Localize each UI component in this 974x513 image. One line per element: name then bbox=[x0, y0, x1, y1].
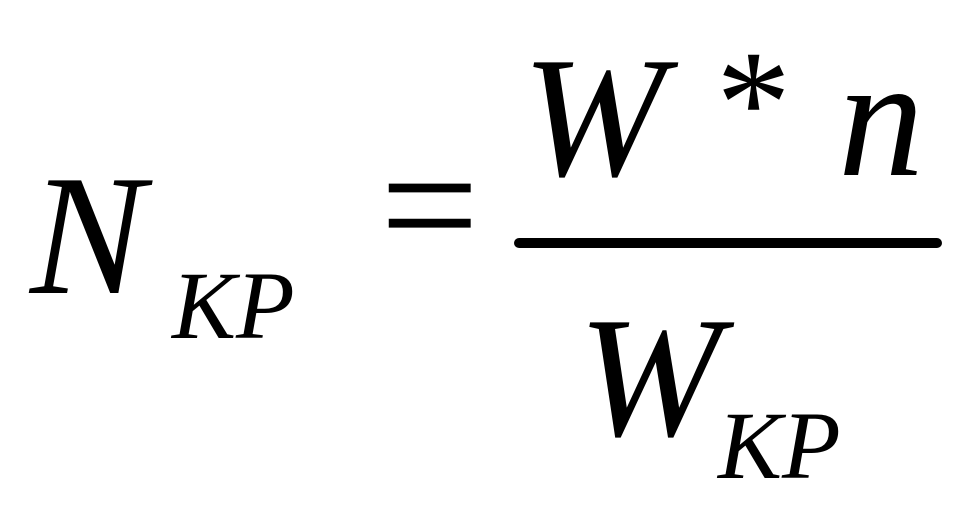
lhs-subscript: KP bbox=[172, 252, 295, 359]
denominator-subscript: KP bbox=[718, 392, 841, 499]
denominator-variable: W bbox=[578, 283, 722, 473]
equals-sign: = bbox=[380, 108, 480, 303]
numerator-variable-w: W bbox=[522, 23, 666, 213]
fraction-bar bbox=[514, 238, 942, 248]
multiply-operator: * bbox=[716, 20, 791, 186]
lhs-variable: N bbox=[30, 141, 145, 331]
numerator-variable-n: n bbox=[838, 23, 924, 213]
